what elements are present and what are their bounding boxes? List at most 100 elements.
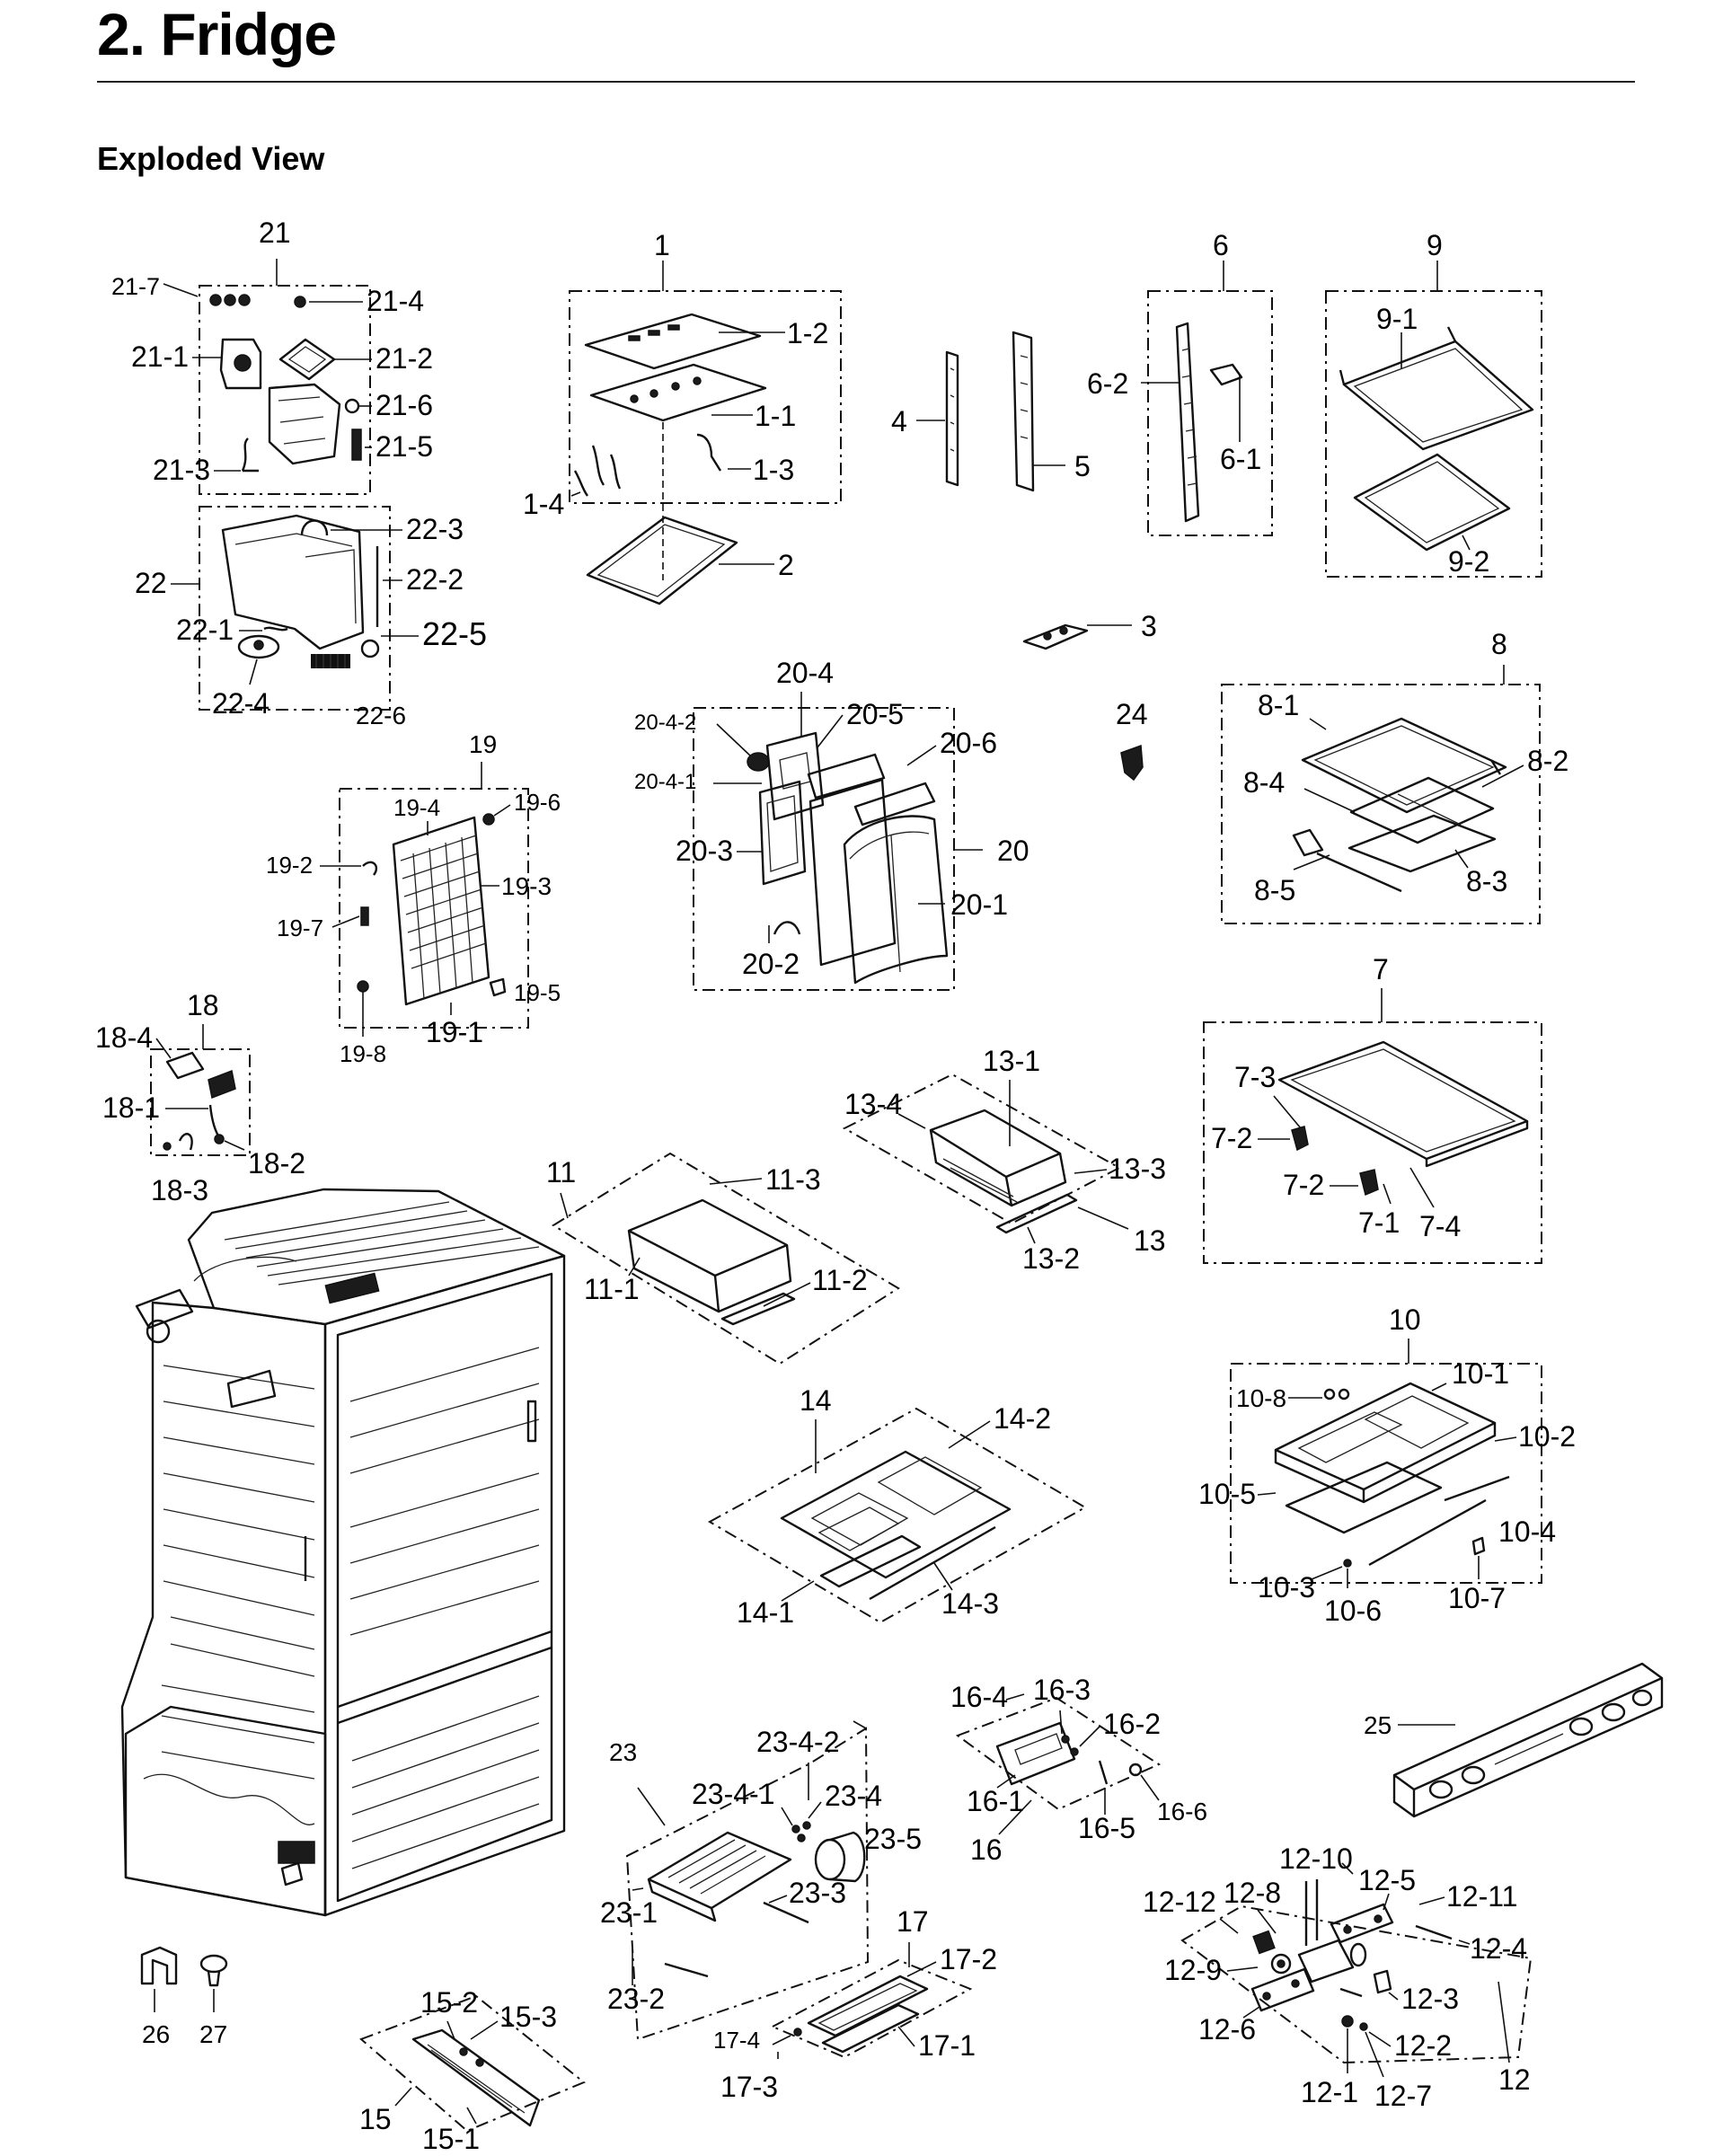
callout-25: 25 [1364,1711,1392,1739]
part-23-1 [647,1831,792,1922]
part-4: 4 [891,350,959,487]
callout-19-5: 19-5 [514,979,561,1006]
part-5: 5 [1012,331,1091,492]
callout-10-8: 10-8 [1236,1384,1286,1412]
part-25-holes [1428,1689,1653,1799]
assembly-13: 13-1 13-4 13-2 13-3 13 [842,1045,1166,1275]
callout-18-3: 18-3 [151,1174,208,1206]
callout-18-2: 18-2 [248,1147,305,1180]
assembly-14-box [707,1407,1088,1624]
part-10-8 [1323,1388,1350,1401]
part-7-glass-shelf [1277,1040,1529,1168]
callout-18: 18 [187,989,219,1021]
part-20-3 [758,780,807,886]
callout-10-7: 10-7 [1448,1582,1506,1614]
callout-12-3: 12-3 [1401,1983,1459,2015]
part-8-2 [1349,776,1495,844]
callout-9-1: 9-1 [1376,303,1418,335]
part-12-6 [1250,1967,1315,2012]
assembly-21-box [199,285,371,495]
callout-14: 14 [800,1384,832,1417]
bolt-set-21-7 [209,294,251,306]
callout-8-3: 8-3 [1466,865,1507,897]
assembly-19-box [339,788,529,1029]
callout-21-7: 21-7 [111,273,160,300]
callout-10-4: 10-4 [1498,1515,1556,1548]
part-2-tray: 2 [586,516,794,605]
callout-12-8: 12-8 [1224,1877,1281,1909]
callout-15-1: 15-1 [422,2123,480,2155]
part-12-3 [1373,1969,1392,1994]
callout-19-4: 19-4 [393,794,440,821]
part-10-shelf [1274,1382,1497,1504]
callout-14-1: 14-1 [737,1596,794,1629]
callout-22-1: 22-1 [176,614,234,646]
assembly-21: 21 21-7 21-4 21-1 21-2 21-6 [111,216,433,495]
part-20-6 [853,782,936,826]
callout-13-3: 13-3 [1109,1153,1166,1185]
callout-20-4-2: 20-4-2 [634,711,696,735]
callout-2: 2 [778,549,794,581]
part-19-8 [357,980,369,993]
callout-20-4-1: 20-4-1 [634,770,696,794]
assembly-15-box [359,1994,586,2133]
callout-12-6: 12-6 [1198,2013,1256,2046]
part-15 [411,2028,541,2127]
callout-15: 15 [359,2103,392,2135]
callout-17-1: 17-1 [918,2029,976,2062]
callout-7-4: 7-4 [1419,1210,1461,1242]
assembly-18: 18 18-4 18-1 18-2 18-3 [95,989,305,1206]
assembly-20-box [693,707,955,991]
part-18-4 [165,1051,205,1080]
callout-22-4: 22-4 [212,687,269,720]
assembly-19: 19 19-4 19-6 19-3 19-2 19-7 19-8 19-1 [266,730,561,1067]
part-9-2 [1353,453,1511,552]
callout-17-4: 17-4 [713,2027,760,2054]
assembly-23: 23 23-4-2 23-4-1 23-4 23-5 23-1 23-3 [600,1720,922,2041]
callout-20-3: 20-3 [676,835,733,867]
part-20-1 [843,815,949,985]
part-12-11 [1415,1924,1453,1940]
assembly-17-box [770,1958,973,2059]
callout-19-7: 19-7 [277,915,323,941]
part-23-3 [763,1901,809,1924]
part-10-4 [1368,1475,1510,1567]
part-3: 3 [1022,610,1157,650]
part-16 [995,1721,1079,1786]
assembly-17: 17 17-2 17-4 17-1 17-3 [713,1905,997,2103]
part-14-1 [819,1534,922,1588]
callout-12-5: 12-5 [1358,1864,1416,1896]
part-21-3 [241,437,259,473]
callout-1-1: 1-1 [755,400,796,432]
callout-10-3: 10-3 [1258,1571,1315,1604]
callout-8-4: 8-4 [1243,766,1285,799]
part-8-5 [1292,828,1402,893]
part-22-ice-bucket [221,514,365,650]
part-11-2 [720,1292,796,1326]
part-1-1 [589,363,767,422]
part-10-5 [1285,1461,1443,1534]
callout-21: 21 [259,216,291,249]
part-12-10 [1304,1879,1319,1946]
callout-1-3: 1-3 [753,454,794,486]
callout-7-2a: 7-2 [1211,1122,1252,1154]
callout-18-1: 18-1 [102,1091,160,1124]
callout-16-1: 16-1 [967,1785,1024,1817]
part-21-5 [351,429,362,461]
part-9-1 [1339,326,1534,451]
part-19-3-evaporator [392,816,490,1006]
assembly-16-box [955,1696,1162,1811]
callout-16: 16 [970,1833,1003,1866]
part-18-2 [214,1134,225,1144]
callout-23-5: 23-5 [864,1823,922,1855]
part-19-5 [489,977,507,997]
assembly-7: 7 7-3 7-2 7-2 7-1 7-4 [1203,953,1542,1264]
callout-8-2: 8-2 [1527,745,1568,777]
callout-15-2: 15-2 [420,1986,478,2019]
assembly-20: 20-4 20-4-2 20-5 20-6 20-4-1 20-3 [634,657,1029,991]
assembly-18-box [150,1048,251,1156]
callout-19-8: 19-8 [340,1040,386,1067]
callout-21-2: 21-2 [376,342,433,375]
